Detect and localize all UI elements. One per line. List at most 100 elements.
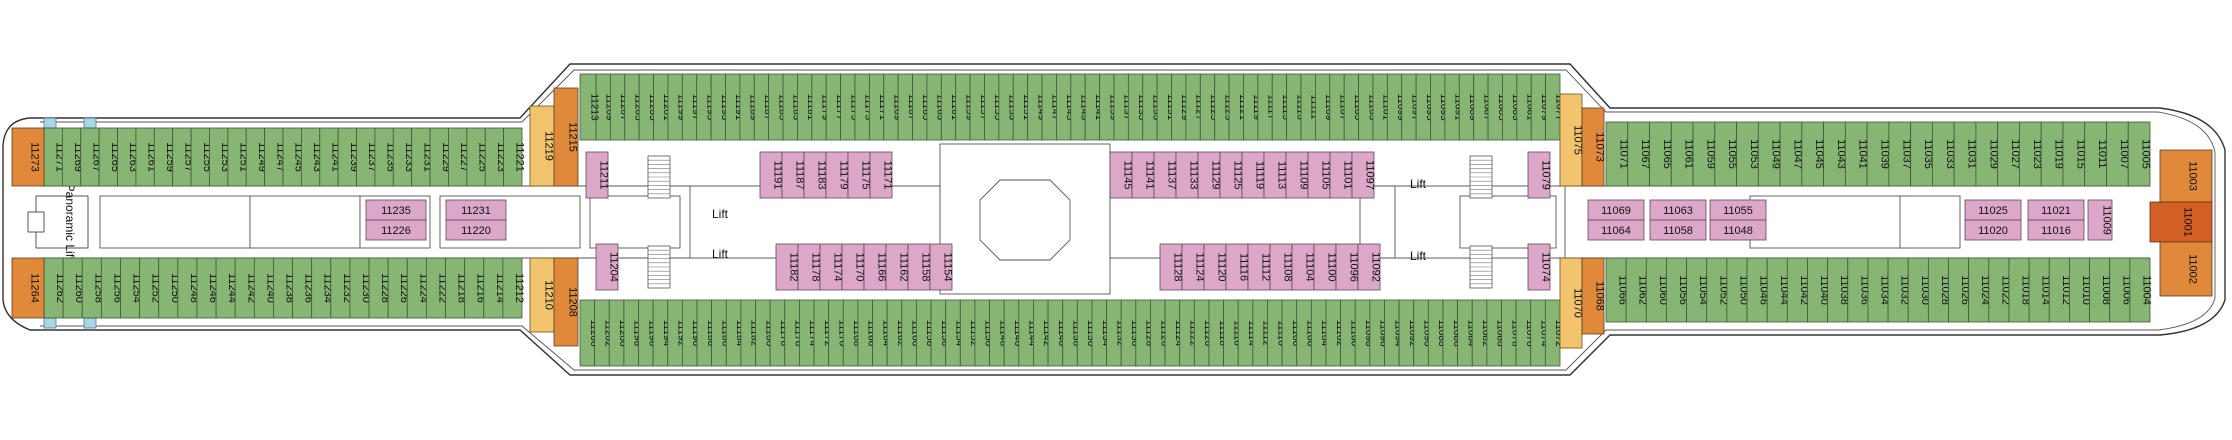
- cabin-11162[interactable]: 11162: [886, 299, 906, 367]
- cabin-11196[interactable]: 11196: [638, 299, 658, 367]
- cabin-11119[interactable]: 11119: [1241, 151, 1266, 199]
- cabin-11018[interactable]: 11018: [2008, 257, 2032, 323]
- cabin-11109[interactable]: 11109: [1285, 151, 1310, 199]
- cabin-11052[interactable]: 11052: [1706, 257, 1730, 323]
- cabin-11162[interactable]: 11162: [885, 243, 910, 291]
- cabin-11059[interactable]: 11059: [1692, 121, 1716, 187]
- cabin-11008[interactable]: 11008: [2089, 257, 2113, 323]
- cabin-11264[interactable]: 11264: [11, 257, 45, 319]
- cabin-11022[interactable]: 11022: [1988, 257, 2012, 323]
- cabin-11043[interactable]: 11043: [1823, 121, 1847, 187]
- cabin-11030[interactable]: 11030: [1907, 257, 1931, 323]
- cabin-11038[interactable]: 11038: [1827, 257, 1851, 323]
- cabin-11014[interactable]: 11014: [2028, 257, 2052, 323]
- cabin-11100[interactable]: 11100: [1313, 243, 1338, 291]
- cabin-11020[interactable]: 11020: [1964, 219, 2022, 241]
- cabin-11208[interactable]: 11208: [553, 257, 579, 347]
- cabin-11048[interactable]: 11048: [1709, 219, 1767, 241]
- cabin-11054[interactable]: 11054: [1686, 257, 1710, 323]
- cabin-11003[interactable]: 11003: [2159, 149, 2213, 203]
- cabin-11053[interactable]: 11053: [1736, 121, 1760, 187]
- cabin-11174[interactable]: 11174: [819, 243, 844, 291]
- cabin-11116[interactable]: 11116: [1225, 243, 1250, 291]
- cabin-11267[interactable]: 11267: [80, 127, 103, 187]
- cabin-11120[interactable]: 11120: [1203, 243, 1228, 291]
- cabin-11027[interactable]: 11027: [1997, 121, 2021, 187]
- cabin-11055[interactable]: 11055: [1709, 199, 1767, 221]
- cabin-11004[interactable]: 11004: [2129, 257, 2153, 323]
- cabin-11133[interactable]: 11133: [1175, 151, 1200, 199]
- cabin-11113[interactable]: 11113: [1286, 73, 1306, 141]
- cabin-11096[interactable]: 11096: [1335, 243, 1360, 291]
- cabin-11016[interactable]: 11016: [2027, 219, 2085, 241]
- cabin-11064[interactable]: 11064: [1587, 219, 1645, 241]
- cabin-11133[interactable]: 11133: [1142, 73, 1162, 141]
- cabin-11041[interactable]: 11041: [1844, 121, 1869, 187]
- cabin-11183[interactable]: 11183: [782, 73, 802, 141]
- cabin-11212[interactable]: 11212: [502, 257, 525, 319]
- cabin-11183[interactable]: 11183: [803, 151, 828, 199]
- cabin-11069[interactable]: 11069: [1587, 199, 1645, 221]
- cabin-11125[interactable]: 11125: [1219, 151, 1244, 199]
- cabin-11102[interactable]: 11102: [1325, 299, 1345, 367]
- cabin-11095[interactable]: 11095: [1415, 73, 1435, 141]
- cabin-11066[interactable]: 11066: [1605, 257, 1629, 323]
- cabin-11036[interactable]: 11036: [1847, 257, 1871, 323]
- cabin-11047[interactable]: 11047: [1779, 121, 1803, 187]
- cabin-11009[interactable]: 11009: [2087, 199, 2113, 241]
- cabin-11075[interactable]: 11075: [1559, 93, 1584, 187]
- cabin-11221[interactable]: 11221: [503, 127, 526, 187]
- cabin-11028[interactable]: 11028: [1927, 257, 1951, 323]
- cabin-11178[interactable]: 11178: [797, 243, 822, 291]
- cabin-11067[interactable]: 11067: [1627, 121, 1651, 187]
- cabin-11056[interactable]: 11056: [1666, 257, 1689, 323]
- cabin-11112[interactable]: 11112: [1247, 243, 1272, 291]
- cabin-11090[interactable]: 11090: [1413, 299, 1433, 367]
- cabin-fwd-bot-ltor[interactable]: 11070: [1559, 257, 1584, 349]
- cabin-11154[interactable]: 11154: [945, 299, 965, 367]
- cabin-11049[interactable]: 11049: [1757, 121, 1782, 187]
- cabin-11154[interactable]: 11154: [929, 243, 954, 291]
- cabin-11039[interactable]: 11039: [1866, 121, 1891, 187]
- cabin-11166[interactable]: 11166: [863, 243, 888, 291]
- cabin-11171[interactable]: 11171: [869, 151, 894, 199]
- cabin-11085[interactable]: 11085: [1487, 73, 1507, 141]
- cabin-11046[interactable]: 11046: [1746, 257, 1770, 323]
- cabin-11175[interactable]: 11175: [847, 151, 872, 199]
- cabin-11026[interactable]: 11026: [1948, 257, 1972, 323]
- cabin-11124[interactable]: 11124: [1181, 243, 1206, 291]
- cabin-11137[interactable]: 11137: [1153, 151, 1178, 199]
- cabin-11006[interactable]: 11006: [2109, 257, 2133, 323]
- cabin-11092[interactable]: 11092: [1357, 243, 1382, 291]
- cabin-11159[interactable]: 11159: [955, 73, 975, 141]
- cabin-11224[interactable]: 11224: [406, 257, 429, 319]
- cabin-11033[interactable]: 11033: [1932, 121, 1956, 187]
- cabin-11021[interactable]: 11021: [2027, 199, 2085, 221]
- cabin-11037[interactable]: 11037: [1888, 121, 1912, 187]
- cabin-11118[interactable]: 11118: [1208, 299, 1228, 367]
- cabin-11143[interactable]: 11143: [1070, 73, 1090, 141]
- cabin-11087[interactable]: 11087: [1473, 73, 1493, 141]
- cabin-11044[interactable]: 11044: [1766, 257, 1790, 323]
- cabin-11204[interactable]: 11204: [595, 243, 620, 291]
- cabin-11187[interactable]: 11187: [781, 151, 806, 199]
- cabin-11213[interactable]: 11213: [579, 73, 600, 141]
- cabin-11024[interactable]: 11024: [1968, 257, 1992, 323]
- cabin-11108[interactable]: 11108: [1269, 243, 1294, 291]
- cabin-11170[interactable]: 11170: [841, 243, 866, 291]
- cabin-11074[interactable]: 11074: [1527, 243, 1552, 291]
- cabin-11040[interactable]: 11040: [1807, 257, 1830, 323]
- cabin-11035[interactable]: 11035: [1910, 121, 1934, 187]
- cabin-11231[interactable]: 11231: [445, 199, 507, 221]
- cabin-11001[interactable]: 11001: [2149, 201, 2213, 243]
- cabin-11210[interactable]: 11210: [529, 257, 555, 333]
- cabin-11071[interactable]: 11071: [1605, 121, 1629, 187]
- cabin-11168[interactable]: 11168: [842, 299, 862, 367]
- cabin-11128[interactable]: 11128: [1159, 243, 1184, 291]
- cabin-11179[interactable]: 11179: [825, 151, 850, 199]
- cabin-11055[interactable]: 11055: [1714, 121, 1738, 187]
- cabin-11019[interactable]: 11019: [2040, 121, 2065, 187]
- cabin-11002[interactable]: 11002: [2159, 241, 2213, 297]
- cabin-11101[interactable]: 11101: [1329, 151, 1354, 199]
- cabin-11150[interactable]: 11150: [974, 299, 994, 367]
